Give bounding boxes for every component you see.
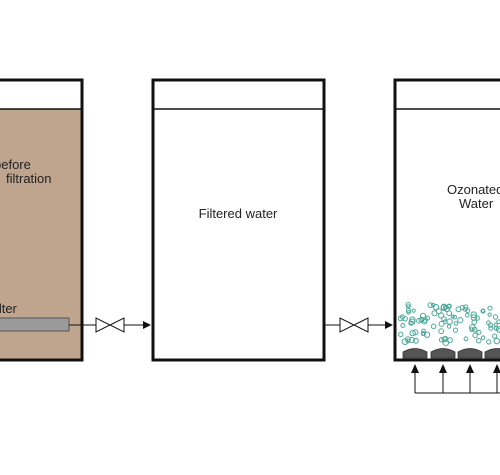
- ozone-bubble: [475, 337, 482, 344]
- ozone-bubble: [486, 339, 492, 345]
- filter-label: Filter: [0, 301, 18, 316]
- ozone-bubble: [400, 323, 406, 328]
- ozone-bubble: [440, 303, 448, 311]
- ozone-bubble: [431, 310, 438, 317]
- tank-filtered-water: Filtered water: [151, 78, 326, 362]
- valve-2[interactable]: [339, 317, 369, 333]
- ozone-bubble: [476, 329, 482, 335]
- ozone-bubble: [464, 312, 470, 318]
- ozone-supply-lines: [411, 364, 500, 394]
- ozone-bubble: [401, 338, 409, 346]
- ozone-bubble: [487, 312, 492, 317]
- ozone-bubble: [453, 321, 459, 326]
- ozone-diffuser: [402, 348, 428, 359]
- ozone-bubble: [492, 333, 498, 339]
- tank2-outline: [151, 78, 326, 362]
- flow-arrow-2: [385, 321, 393, 329]
- ozone-bubble: [470, 311, 478, 319]
- ozone-bubble: [446, 310, 453, 317]
- ozone-bubble: [463, 304, 469, 310]
- ozone-bubble: [405, 302, 412, 308]
- ozone-bubble: [493, 325, 499, 331]
- ozone-bubble: [488, 325, 494, 331]
- ozone-bubble: [441, 336, 448, 343]
- ozone-bubble: [471, 326, 478, 333]
- ozone-bubble: [405, 307, 412, 314]
- ozone-bubble: [471, 319, 478, 326]
- ozone-supply-arrow: [493, 364, 500, 373]
- ozone-bubble: [408, 320, 414, 326]
- ozone-bubble: [420, 317, 425, 322]
- ozone-supply-arrow: [466, 364, 474, 373]
- ozone-bubble: [438, 320, 445, 327]
- ozone-bubble: [480, 308, 486, 314]
- ozone-bubble: [438, 328, 445, 335]
- pipe-tank1-to-tank2: [69, 317, 151, 333]
- ozone-bubbles: [397, 302, 500, 347]
- tank3-label-line2: Water: [459, 196, 494, 211]
- ozone-diffusers: [402, 348, 500, 359]
- ozone-bubble: [469, 324, 476, 331]
- ozone-bubble: [452, 327, 459, 333]
- ozone-supply-arrow: [439, 364, 447, 373]
- ozone-bubble: [452, 314, 458, 320]
- ozone-bubble: [425, 315, 431, 321]
- tank3-outline: [393, 78, 500, 362]
- ozone-bubble: [480, 335, 486, 341]
- valve-1[interactable]: [95, 317, 125, 333]
- ozone-bubble: [457, 317, 464, 324]
- ozone-bubble: [487, 305, 493, 311]
- ozone-bubble: [493, 337, 500, 345]
- ozone-bubble: [406, 310, 411, 315]
- ozone-bubble: [472, 332, 478, 339]
- ozone-bubble: [438, 337, 445, 343]
- ozone-bubble: [411, 308, 416, 313]
- ozone-diffuser: [484, 348, 500, 359]
- filter-bar: [0, 317, 70, 332]
- tank2-label: Filtered water: [199, 206, 278, 221]
- tank-before-filtration: before filtration Filter: [0, 78, 84, 362]
- tank-ozonated-water: Ozonated Water: [393, 78, 500, 362]
- ozone-bubble: [420, 331, 426, 337]
- ozone-bubble: [409, 316, 416, 323]
- tank1-label-line1: before: [0, 157, 31, 172]
- ozone-bubble: [430, 302, 436, 308]
- tank1-outline: [0, 78, 84, 362]
- ozone-bubble: [427, 302, 434, 309]
- tank1-label-line2: filtration: [6, 171, 52, 186]
- ozone-bubble: [474, 315, 480, 321]
- ozone-bubble: [413, 337, 419, 344]
- ozone-bubble: [496, 319, 500, 325]
- ozone-bubble: [423, 331, 431, 338]
- ozone-bubble: [455, 306, 462, 313]
- ozone-bubble: [421, 328, 426, 334]
- ozone-bubble: [492, 314, 499, 320]
- ozone-bubble: [442, 339, 450, 347]
- flow-arrow-1: [143, 321, 151, 329]
- ozone-bubble: [441, 316, 447, 322]
- pipe-tank2-to-tank3: [324, 317, 393, 333]
- ozone-bubble: [488, 322, 494, 328]
- ozone-bubble: [409, 329, 416, 337]
- ozone-bubble: [450, 314, 455, 319]
- ozone-diffuser: [457, 348, 483, 359]
- tank3-label-line1: Ozonated: [447, 182, 500, 197]
- ozone-diffuser: [430, 348, 456, 359]
- ozone-bubble: [398, 331, 404, 337]
- ozone-bubble: [402, 316, 408, 322]
- ozone-bubble: [463, 336, 469, 342]
- ozone-bubble: [409, 337, 415, 343]
- ozone-supply-arrow: [411, 364, 419, 373]
- ozone-bubble: [430, 323, 437, 330]
- ozone-bubble: [465, 308, 471, 314]
